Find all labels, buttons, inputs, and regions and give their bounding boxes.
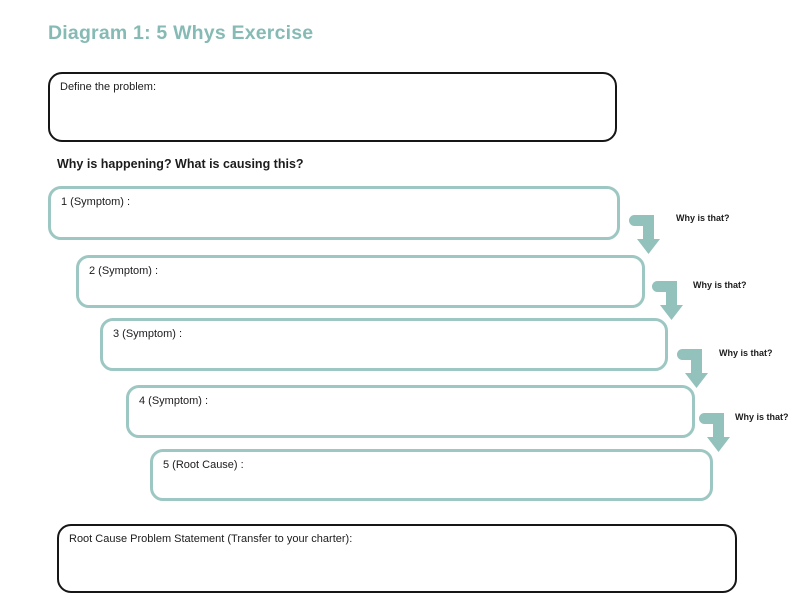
symptom-box-3-label: 3 (Symptom) : — [113, 328, 183, 340]
symptom-box-4-label: 4 (Symptom) : — [139, 395, 209, 407]
symptom-box-2: 2 (Symptom) : — [76, 255, 645, 308]
symptom-box-2-label: 2 (Symptom) : — [89, 265, 159, 277]
root-cause-statement-label: Root Cause Problem Statement (Transfer t… — [69, 533, 353, 545]
why-is-that-label: Why is that? — [735, 412, 789, 422]
why-is-that-label: Why is that? — [693, 280, 747, 290]
question-heading: Why is happening? What is causing this? — [57, 157, 304, 171]
symptom-box-1: 1 (Symptom) : — [48, 186, 620, 240]
root-cause-box-5: 5 (Root Cause) : — [150, 449, 713, 501]
root-cause-box-5-label: 5 (Root Cause) : — [163, 459, 244, 471]
symptom-box-4: 4 (Symptom) : — [126, 385, 695, 438]
symptom-box-3: 3 (Symptom) : — [100, 318, 668, 371]
why-is-that-label: Why is that? — [676, 213, 730, 223]
define-problem-label: Define the problem: — [60, 81, 156, 93]
root-cause-statement-box: Root Cause Problem Statement (Transfer t… — [57, 524, 737, 593]
why-is-that-label: Why is that? — [719, 348, 773, 358]
page-title: Diagram 1: 5 Whys Exercise — [48, 22, 314, 44]
why-arrow-icon — [628, 210, 665, 255]
why-arrow-icon — [698, 408, 735, 453]
define-problem-box: Define the problem: — [48, 72, 617, 142]
symptom-box-1-label: 1 (Symptom) : — [61, 196, 131, 208]
why-arrow-icon — [651, 276, 688, 321]
why-arrow-icon — [676, 344, 713, 389]
